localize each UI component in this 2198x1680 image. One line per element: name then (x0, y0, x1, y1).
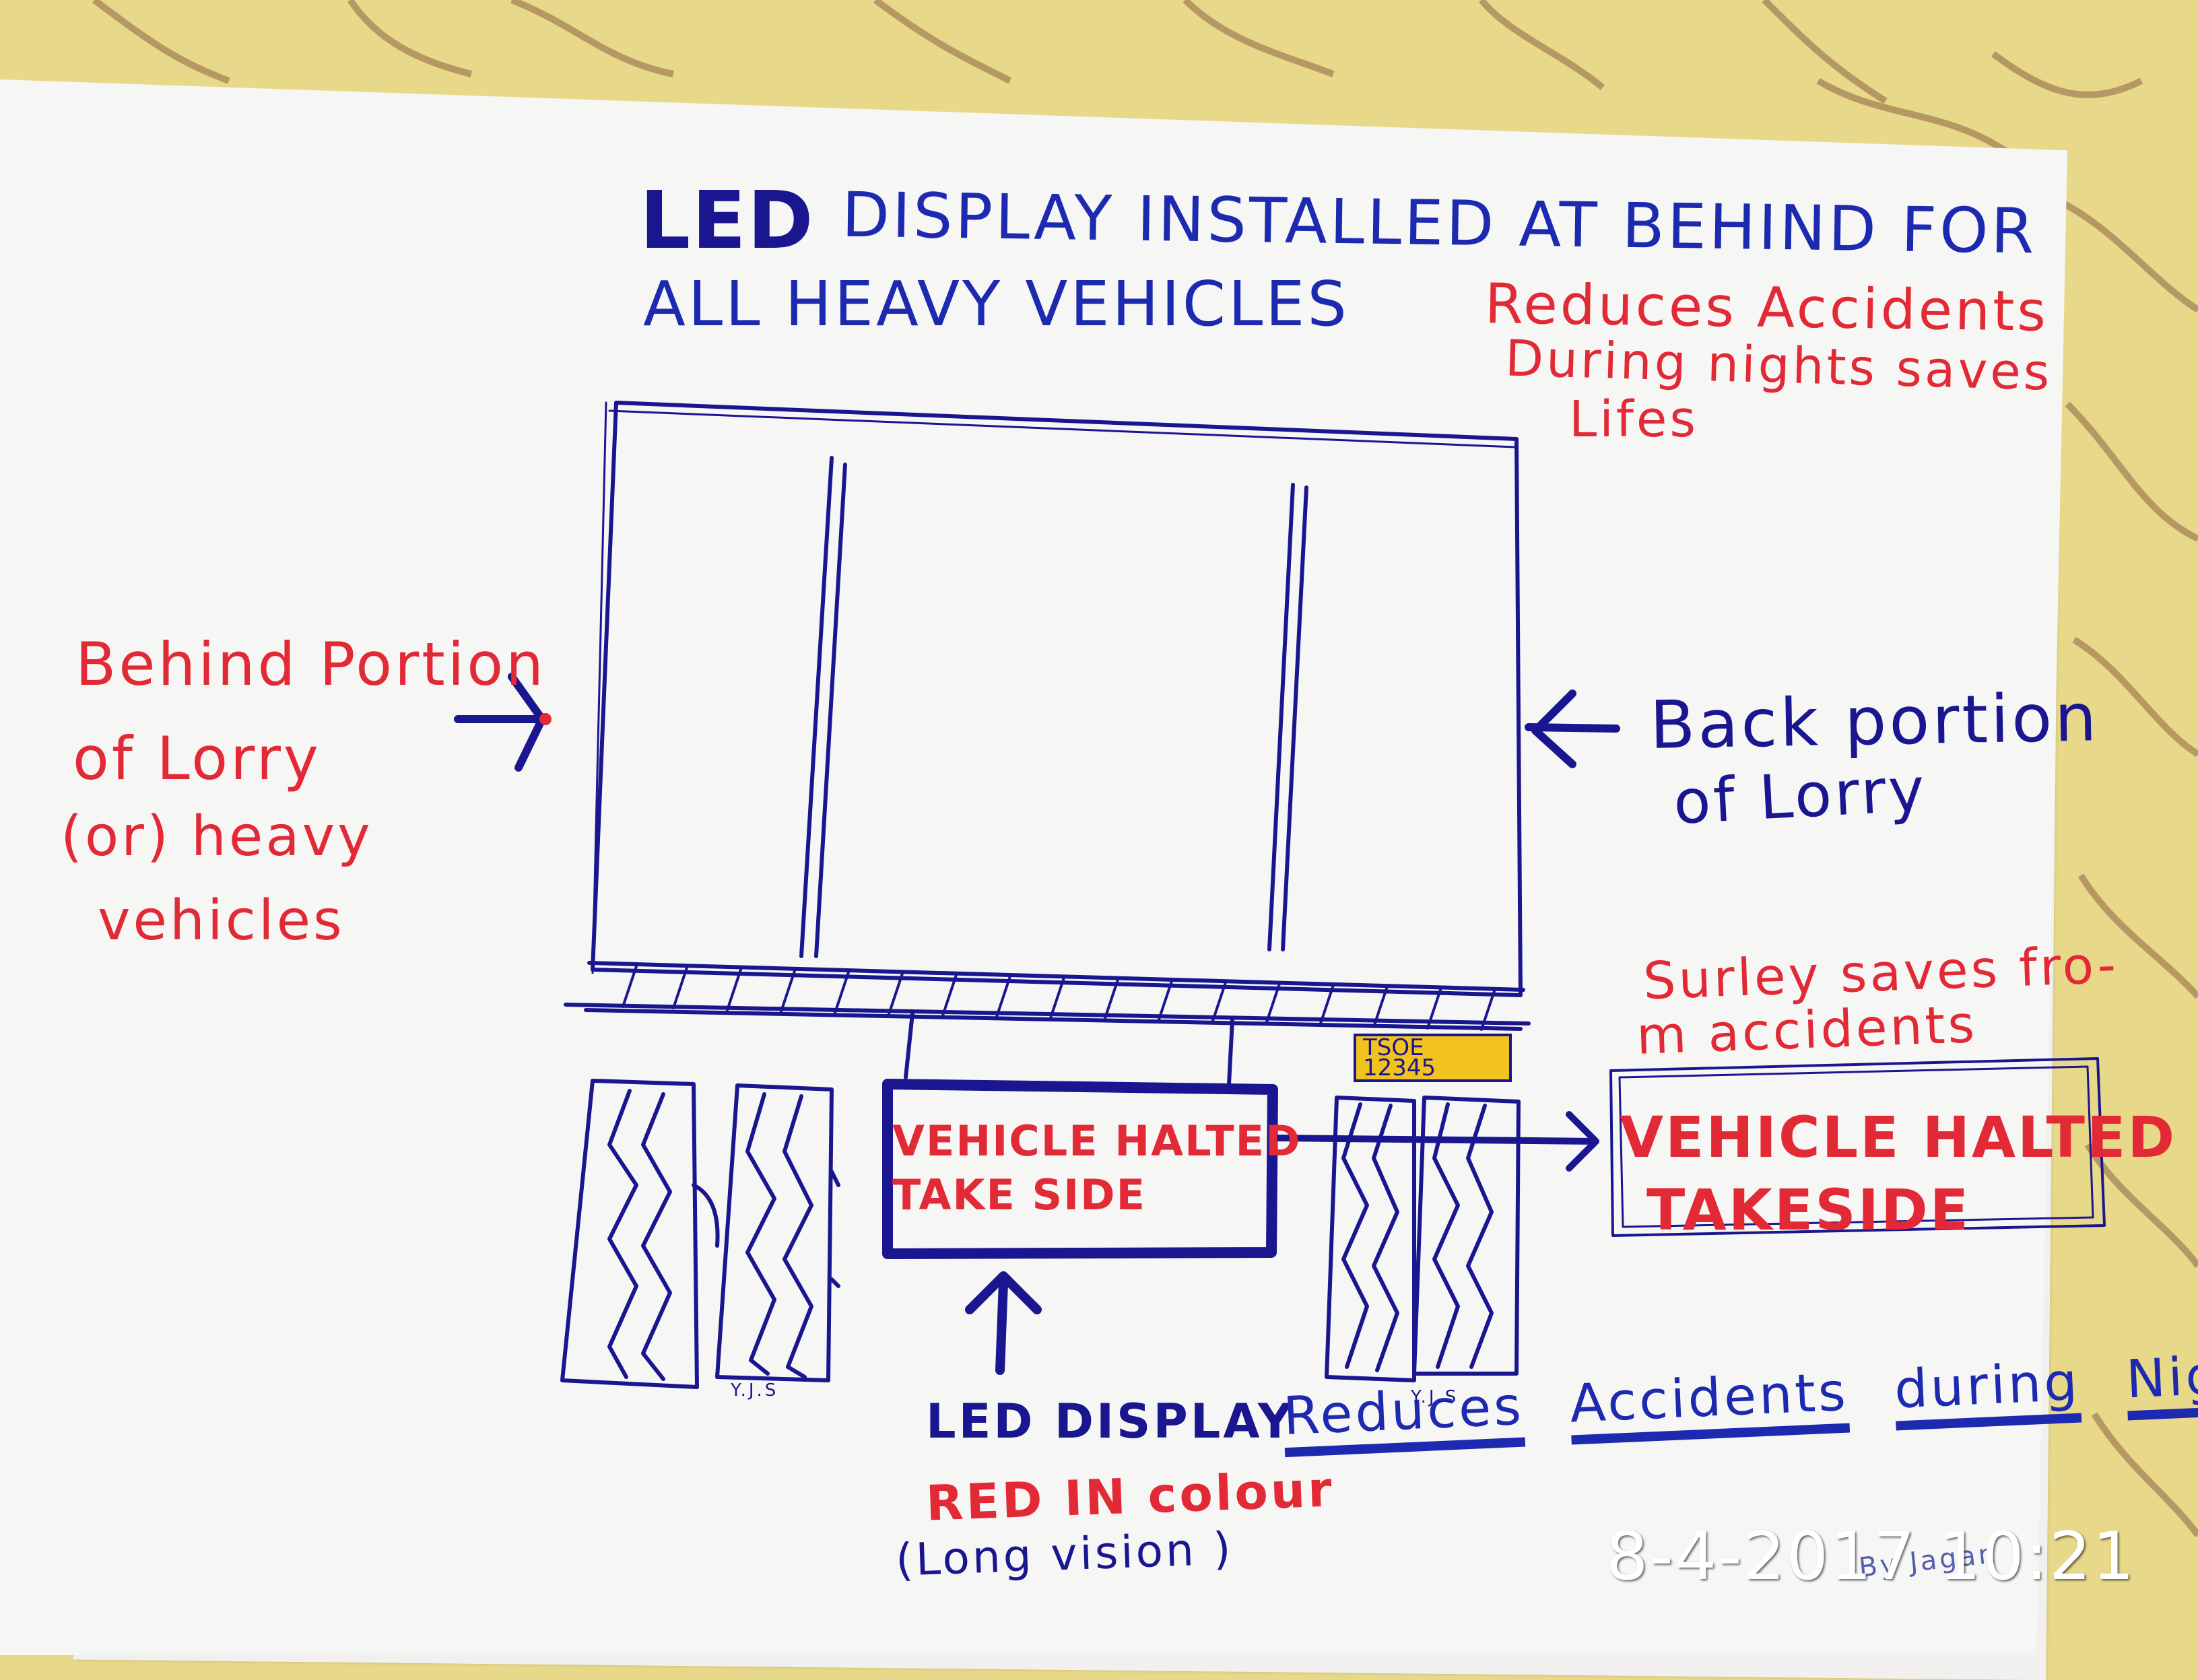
right-note-line-1: Back portion (1649, 679, 2100, 764)
left-note-line-4: vehicles (98, 889, 345, 953)
slogan-word-2: Accidents (1568, 1362, 1850, 1435)
number-plate-line-2: 12345 (1363, 1054, 1436, 1081)
slogan-word-4: Nights (2125, 1341, 2198, 1411)
number-plate: TSOE 12345 (1354, 1034, 1512, 1082)
arrow-right-note (1525, 690, 1620, 768)
led-sign-large-line-1: VEHICLE HALTED (1620, 1104, 2177, 1170)
tyre-left-inner (715, 1083, 834, 1382)
arrow-to-large-sign (1269, 1111, 1599, 1172)
number-plate-line-1: TSOE (1363, 1034, 1424, 1061)
photo-timestamp: 8-4-2017 10:21 (1606, 1518, 2136, 1595)
tyre-right-outer (1412, 1096, 1521, 1376)
led-display-label: LED DISPLAY (926, 1394, 1295, 1449)
paper-sheet (0, 79, 2067, 1655)
tyre-right-inner (1325, 1096, 1416, 1382)
title-led: LED (640, 174, 815, 267)
right-note-line-2: of Lorry (1671, 754, 1929, 838)
left-note-line-2: of Lorry (73, 724, 322, 793)
led-sign-large-line-2: TAKESIDE (1646, 1177, 1971, 1243)
tyre-left-outer (560, 1079, 699, 1389)
left-note-line-1: Behind Portion (75, 630, 546, 699)
led-sign-small-line-1: VEHICLE HALTED (892, 1116, 1302, 1166)
led-sign-small-frame (882, 1079, 1278, 1259)
container-post-right (1267, 483, 1308, 951)
callout-top-line-3: Lifes (1569, 391, 1698, 448)
container-post-left (799, 456, 847, 958)
tyre-mark-left: Y.J.S (731, 1380, 779, 1401)
led-sign-large-frame (1609, 1057, 2106, 1237)
title-line-2: ALL HEAVY VEHICLES (643, 268, 1350, 340)
container-outline (591, 401, 1523, 997)
led-sign-small-text: VEHICLE HALTED TAKE SIDE (892, 1114, 1301, 1222)
slogan-word-3: during (1893, 1351, 2082, 1421)
left-note-line-3: (or) heavy (61, 805, 373, 869)
tyre-mark-right: Y.J.S (1411, 1387, 1459, 1407)
led-sign-large-text: VEHICLE HALTED TAKESIDE (1620, 1101, 2176, 1246)
arrow-up (965, 1271, 1042, 1375)
surely-note-line-2: m accidents (1635, 994, 1978, 1066)
led-sign-small-line-2: TAKE SIDE (892, 1170, 1146, 1219)
slogan-word-1: Reduces (1281, 1376, 1525, 1448)
rear-bumper (564, 961, 1531, 1031)
